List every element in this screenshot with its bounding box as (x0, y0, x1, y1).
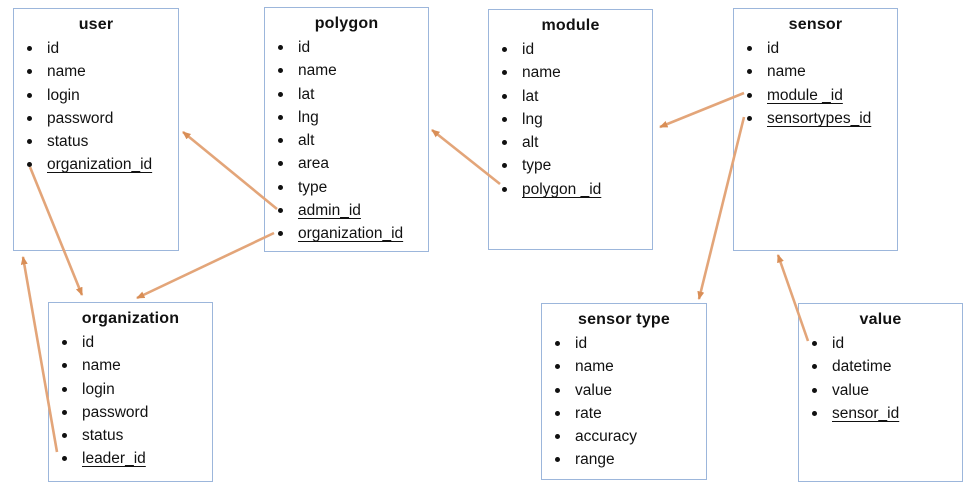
field-lng: lng (489, 108, 652, 131)
field-lat: lat (265, 83, 428, 106)
field-status: status (14, 130, 178, 153)
arrow-sensor-module-id-to-module (659, 91, 745, 129)
field-range: range (542, 448, 706, 471)
field-value: value (542, 379, 706, 402)
field-name: name (489, 61, 652, 84)
field-module-id: module _id (734, 84, 897, 107)
entity-title-sensor: sensor (788, 16, 843, 33)
entity-title-user: user (78, 16, 114, 33)
entity-title-polygon: polygon (314, 15, 379, 32)
field-lng: lng (265, 106, 428, 129)
field-value: value (799, 379, 962, 402)
field-sensor-id: sensor_id (799, 402, 962, 425)
field-status: status (49, 424, 212, 447)
field-name: name (265, 59, 428, 82)
arrow-polygon-admin-id-to-user (182, 130, 278, 211)
field-datetime: datetime (799, 355, 962, 378)
entity-title-sensor-type: sensor type (577, 311, 670, 328)
field-alt: alt (489, 131, 652, 154)
field-name: name (542, 355, 706, 378)
field-login: login (49, 378, 212, 401)
field-lat: lat (489, 85, 652, 108)
entity-title-module: module (541, 17, 600, 34)
field-admin-id: admin_id (265, 199, 428, 222)
entity-title-organization: organization (81, 310, 180, 327)
entity-title-value: value (859, 311, 902, 328)
field-id: id (489, 38, 652, 61)
field-polygon-id: polygon _id (489, 178, 652, 201)
field-id: id (734, 37, 897, 60)
field-type: type (489, 154, 652, 177)
field-id: id (542, 332, 706, 355)
field-leader-id: leader_id (49, 447, 212, 470)
field-id: id (14, 37, 178, 60)
field-login: login (14, 84, 178, 107)
field-accuracy: accuracy (542, 425, 706, 448)
field-organization-id: organization_id (265, 222, 428, 245)
field-id: id (799, 332, 962, 355)
field-id: id (49, 331, 212, 354)
field-name: name (734, 60, 897, 83)
field-id: id (265, 36, 428, 59)
field-type: type (265, 176, 428, 199)
field-rate: rate (542, 402, 706, 425)
field-name: name (49, 354, 212, 377)
field-sensortypes-id: sensortypes_id (734, 107, 897, 130)
field-name: name (14, 60, 178, 83)
field-password: password (14, 107, 178, 130)
field-area: area (265, 152, 428, 175)
field-organization-id: organization_id (14, 153, 178, 176)
field-password: password (49, 401, 212, 424)
field-alt: alt (265, 129, 428, 152)
